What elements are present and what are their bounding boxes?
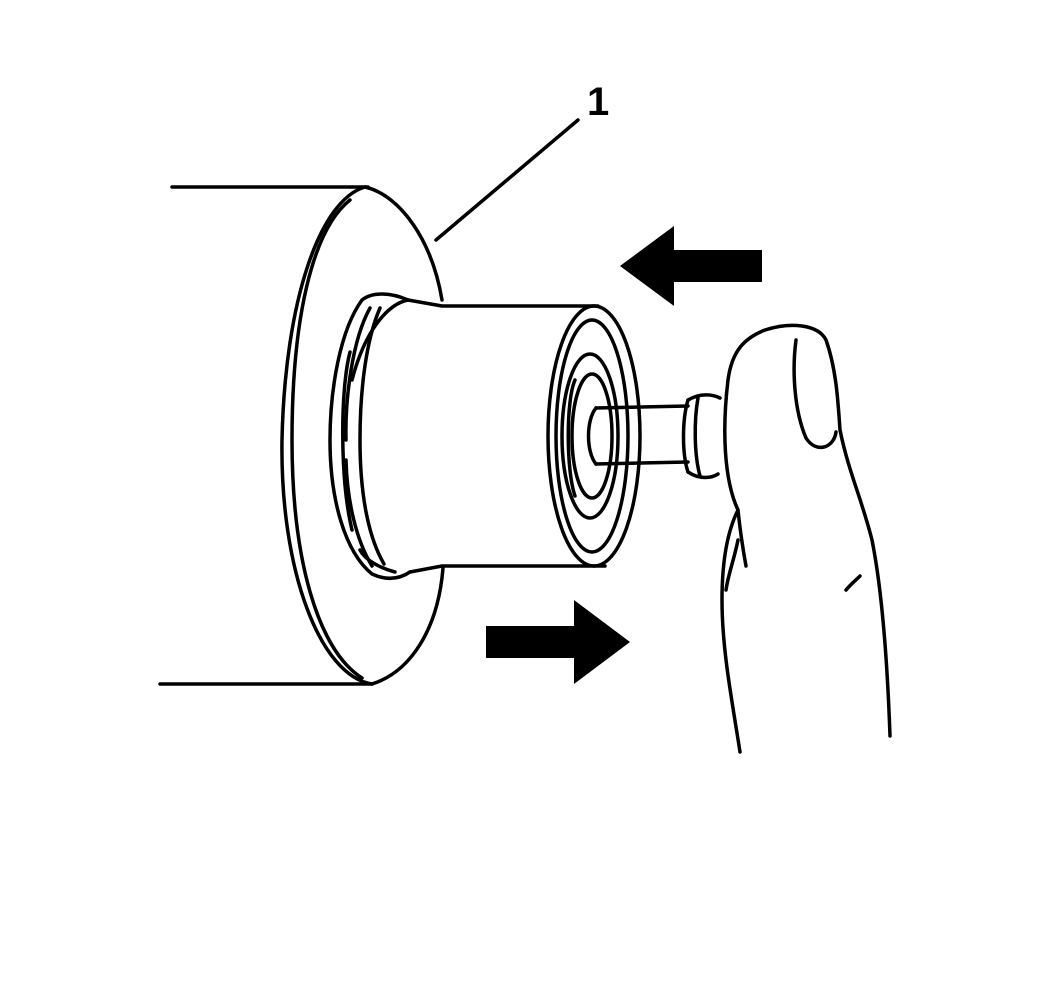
callout-leader-line xyxy=(434,118,580,242)
bushing-end-face xyxy=(546,304,642,568)
pull-out-arrow xyxy=(486,600,630,684)
finger xyxy=(720,323,892,754)
bushing-cylinder xyxy=(358,298,607,574)
tube-body xyxy=(158,185,374,686)
flange-plate xyxy=(280,185,445,686)
push-in-arrow xyxy=(620,226,762,306)
bushing-collar xyxy=(328,292,412,580)
removal-tool xyxy=(586,393,722,480)
callout-number-1: 1 xyxy=(587,80,610,124)
